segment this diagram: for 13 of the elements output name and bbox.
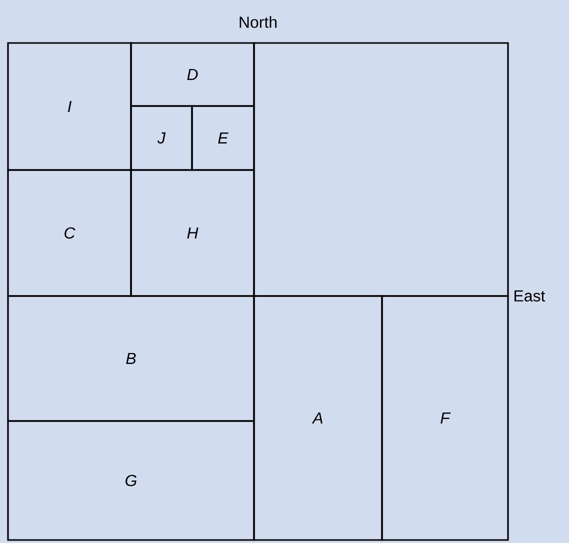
- region-box: C: [7, 169, 132, 297]
- direction-label: East: [514, 290, 546, 302]
- region-box: [253, 42, 509, 297]
- region-box: I: [7, 42, 132, 171]
- region-box: H: [130, 169, 255, 297]
- region-box: D: [130, 42, 255, 107]
- region-box: J: [130, 105, 193, 171]
- region-box: A: [253, 295, 383, 541]
- region-box: B: [7, 295, 255, 422]
- direction-label: North: [240, 16, 277, 28]
- region-box: F: [381, 295, 509, 541]
- region-box: E: [191, 105, 255, 171]
- region-box: G: [7, 420, 255, 541]
